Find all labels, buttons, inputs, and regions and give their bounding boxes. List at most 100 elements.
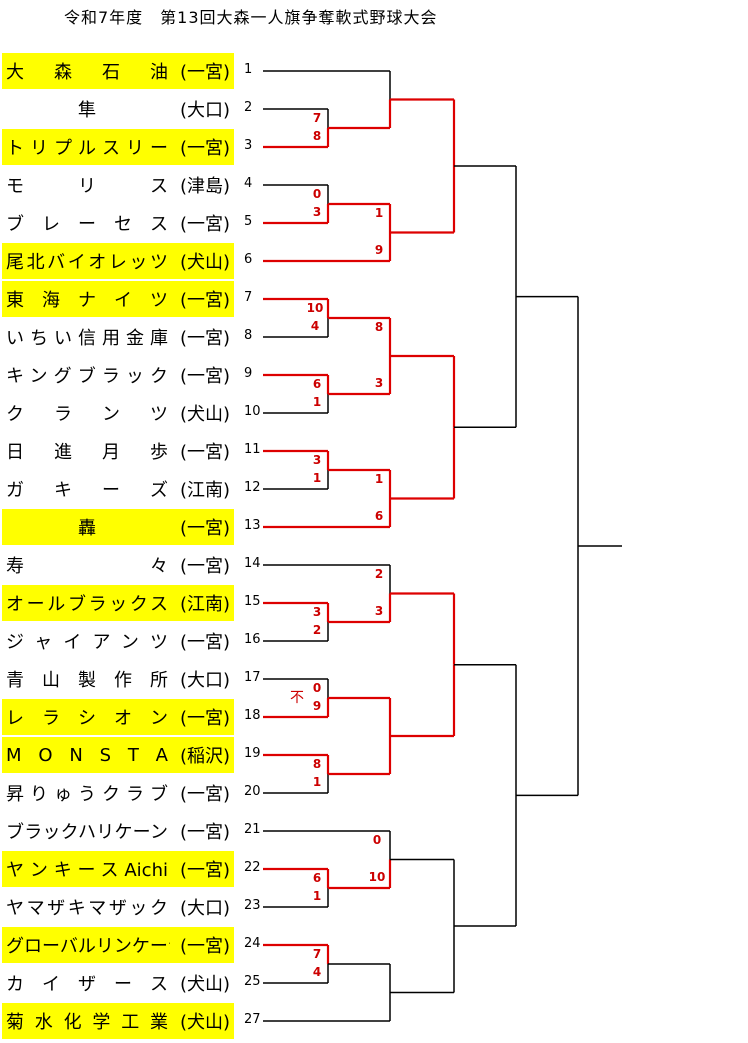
forfeit-note: 不: [290, 690, 304, 706]
team-name: ブラックハリケーン: [6, 822, 168, 843]
team-region: (一宮): [179, 784, 230, 805]
team-row: ヤンキースAichi(一宮): [2, 851, 234, 887]
team-row: 尾北バイオレッツ(犬山): [2, 243, 234, 279]
team-row: 隼 (大口): [2, 91, 234, 127]
score-label: 4: [310, 319, 320, 333]
team-region: (一宮): [179, 708, 230, 729]
seed-number: 16: [244, 632, 261, 647]
team-region: (一宮): [179, 860, 230, 881]
score-label: 9: [312, 699, 322, 713]
team-region: (一宮): [179, 518, 230, 539]
team-row: ブラックハリケーン (一宮): [2, 813, 234, 849]
score-label: 0: [312, 681, 322, 695]
score-label: 0: [372, 833, 382, 847]
score-label: 3: [312, 205, 322, 219]
team-name: M O N S T A: [6, 744, 168, 766]
team-region: (一宮): [179, 556, 230, 577]
team-row: トリプルスリー(一宮): [2, 129, 234, 165]
team-name: キングブラック: [6, 366, 168, 387]
seed-number: 6: [244, 252, 253, 267]
seed-number: 12: [244, 480, 261, 495]
team-region: (一宮): [179, 138, 230, 159]
team-region: (大口): [179, 898, 230, 919]
team-region: (江南): [179, 594, 230, 615]
score-label: 10: [368, 870, 386, 884]
team-name: ガ キ ー ズ: [6, 480, 168, 501]
team-region: (犬山): [179, 404, 230, 425]
team-name: 隼: [78, 100, 96, 121]
team-region: (一宮): [179, 822, 230, 843]
score-label: 8: [312, 757, 322, 771]
seed-number: 13: [244, 518, 261, 533]
score-label: 1: [312, 471, 322, 485]
team-row: カ イ ザ ー ス(犬山): [2, 965, 234, 1001]
score-label: 1: [312, 889, 322, 903]
seed-number: 19: [244, 746, 261, 761]
seed-number: 11: [244, 442, 261, 457]
team-region: (一宮): [179, 442, 230, 463]
score-label: 1: [374, 472, 384, 486]
seed-number: 3: [244, 138, 253, 153]
team-region: (一宮): [179, 366, 230, 387]
team-row: 轟(一宮): [2, 509, 234, 545]
seed-number: 17: [244, 670, 261, 685]
team-name: モ リ ス: [6, 176, 168, 197]
team-row: 寿 々 (一宮): [2, 547, 234, 583]
score-label: 1: [374, 206, 384, 220]
score-label: 8: [312, 129, 322, 143]
team-name: ク ラ ン ツ: [6, 404, 168, 425]
team-row: 菊 水 化 学 工 業(犬山): [2, 1003, 234, 1039]
team-name: 日 進 月 歩: [6, 442, 168, 463]
team-row: オールブラックス (江南): [2, 585, 234, 621]
score-label: 6: [312, 871, 322, 885]
score-label: 6: [312, 377, 322, 391]
seed-number: 9: [244, 366, 253, 381]
team-region: (一宮): [179, 62, 230, 83]
team-name: いちい信用金庫: [6, 328, 168, 349]
seed-number: 24: [244, 936, 261, 951]
score-label: 4: [312, 965, 322, 979]
team-region: (一宮): [179, 290, 230, 311]
team-name: 尾北バイオレッツ: [6, 252, 168, 273]
score-label: 8: [374, 320, 384, 334]
team-name: 東 海 ナ イ ツ: [6, 290, 168, 311]
score-label: 2: [374, 567, 384, 581]
seed-number: 10: [244, 404, 261, 419]
team-region: (大口): [179, 100, 230, 121]
score-label: 9: [374, 243, 384, 257]
team-name: オールブラックス: [6, 594, 168, 615]
team-name: 菊 水 化 学 工 業: [6, 1012, 168, 1033]
seed-number: 21: [244, 822, 261, 837]
score-label: 3: [374, 604, 384, 618]
score-label: 7: [312, 111, 322, 125]
seed-number: 1: [244, 62, 253, 77]
team-row: ブ レ ー セ ス(一宮): [2, 205, 234, 241]
team-name: グローバルリンケージ: [6, 936, 170, 957]
score-label: 2: [312, 623, 322, 637]
team-row: モ リ ス (津島): [2, 167, 234, 203]
team-name: ヤマザキマザック: [6, 898, 168, 919]
seed-number: 20: [244, 784, 261, 799]
page-title: 令和7年度 第13回大森一人旗争奪軟式野球大会: [64, 8, 438, 27]
seed-number: 8: [244, 328, 253, 343]
seed-number: 18: [244, 708, 261, 723]
team-name: 昇りゅうクラブ: [6, 784, 168, 805]
seed-number: 27: [244, 1012, 261, 1027]
team-row: ジャイアンツ (一宮): [2, 623, 234, 659]
team-region: (一宮): [179, 936, 230, 957]
team-region: (大口): [179, 670, 230, 691]
team-name: ジャイアンツ: [6, 632, 168, 653]
team-name: 寿 々: [6, 556, 168, 577]
team-row: 東 海 ナ イ ツ (一宮): [2, 281, 234, 317]
team-row: 青 山 製 作 所(大口): [2, 661, 234, 697]
team-row: 日 進 月 歩 (一宮): [2, 433, 234, 469]
team-region: (一宮): [179, 632, 230, 653]
seed-number: 23: [244, 898, 261, 913]
team-region: (津島): [179, 176, 230, 197]
seed-number: 5: [244, 214, 253, 229]
score-label: 10: [306, 301, 324, 315]
team-name: カ イ ザ ー ス: [6, 974, 168, 995]
team-row: ク ラ ン ツ (犬山): [2, 395, 234, 431]
team-row: キングブラック (一宮): [2, 357, 234, 393]
